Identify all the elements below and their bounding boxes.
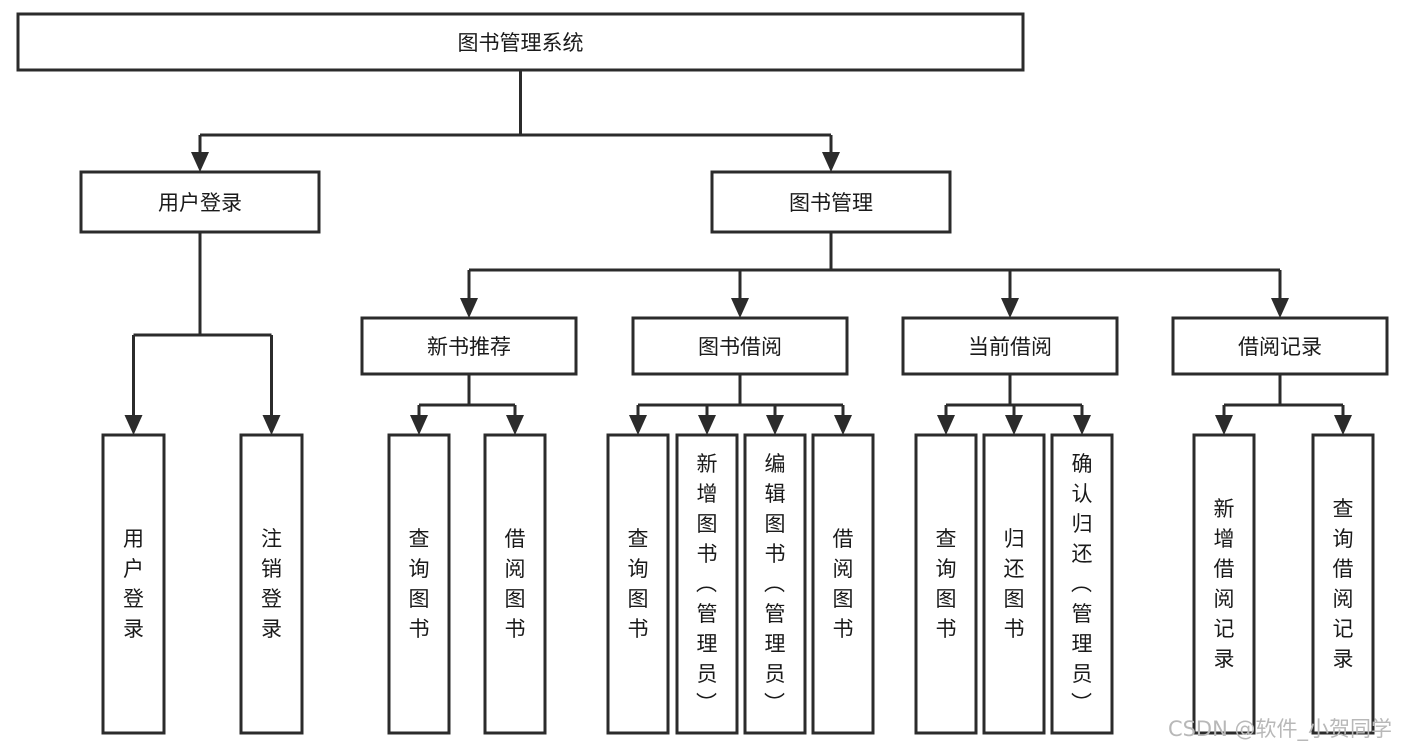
node-borrow-book-2[interactable]: 借阅图书 (811, 433, 875, 735)
node-new-book-rec[interactable]: 新书推荐 (360, 316, 578, 376)
arrow-head-icon (460, 298, 478, 318)
node-borrow-record[interactable]: 借阅记录 (1171, 316, 1389, 376)
node-label-query-book-3: 查询图书 (936, 527, 957, 641)
node-label-return-book: 归还图书 (1004, 527, 1025, 641)
node-label-current-borrow: 当前借阅 (968, 335, 1052, 359)
node-label-query-book-2: 查询图书 (628, 527, 649, 641)
node-box-logout[interactable] (239, 433, 304, 735)
node-box-return-book[interactable] (982, 433, 1046, 735)
node-box-borrow-record[interactable] (1171, 316, 1389, 376)
node-login[interactable]: 用户登录 (101, 433, 166, 735)
node-box-add-record[interactable] (1192, 433, 1256, 735)
node-label-user-login: 用户登录 (158, 191, 242, 215)
arrow-head-icon (191, 152, 209, 172)
node-label-root: 图书管理系统 (458, 31, 584, 55)
node-box-login[interactable] (101, 433, 166, 735)
node-book-borrow[interactable]: 图书借阅 (631, 316, 849, 376)
node-box-confirm-return[interactable] (1050, 433, 1114, 735)
arrow-head-icon (506, 415, 524, 435)
arrow-head-icon (1334, 415, 1352, 435)
node-return-book[interactable]: 归还图书 (982, 433, 1046, 735)
arrow-head-icon (1073, 415, 1091, 435)
node-box-borrow-book-2[interactable] (811, 433, 875, 735)
arrow-head-icon (1005, 415, 1023, 435)
node-box-new-book-rec[interactable] (360, 316, 578, 376)
node-label-borrow-record: 借阅记录 (1238, 335, 1322, 359)
arrow-head-icon (1001, 298, 1019, 318)
csdn-watermark: CSDN @软件_小贺同学 (1168, 717, 1392, 742)
node-box-root[interactable] (16, 12, 1025, 72)
node-label-query-book-1: 查询图书 (409, 527, 430, 641)
arrow-head-icon (937, 415, 955, 435)
node-label-query-record: 查询借阅记录 (1333, 497, 1354, 671)
node-label-add-record: 新增借阅记录 (1214, 497, 1235, 671)
arrow-head-icon (834, 415, 852, 435)
node-label-borrow-book-1: 借阅图书 (505, 527, 526, 641)
node-box-query-book-3[interactable] (914, 433, 978, 735)
node-box-book-borrow[interactable] (631, 316, 849, 376)
node-book-manage[interactable]: 图书管理 (710, 170, 952, 234)
arrow-head-icon (410, 415, 428, 435)
node-box-query-record[interactable] (1311, 433, 1375, 735)
node-box-query-book-2[interactable] (606, 433, 670, 735)
nodes-layer: 图书管理系统用户登录图书管理用户登录注销登录新书推荐查询图书借阅图书图书借阅查询… (16, 12, 1389, 735)
node-box-edit-book[interactable] (743, 433, 807, 735)
arrow-head-icon (629, 415, 647, 435)
node-edit-book[interactable]: 编辑图书︵管理员︶ (743, 433, 807, 735)
arrow-head-icon (124, 415, 143, 435)
node-query-book-2[interactable]: 查询图书 (606, 433, 670, 735)
node-box-book-manage[interactable] (710, 170, 952, 234)
node-logout[interactable]: 注销登录 (239, 433, 304, 735)
node-query-book-1[interactable]: 查询图书 (387, 433, 451, 735)
node-label-login: 用户登录 (123, 527, 144, 641)
node-label-book-manage: 图书管理 (789, 191, 873, 215)
node-label-add-book: 新增图书︵管理员︶ (696, 452, 718, 716)
arrow-head-icon (1271, 298, 1289, 318)
arrow-head-icon (822, 152, 840, 172)
node-box-user-login[interactable] (79, 170, 321, 234)
node-root[interactable]: 图书管理系统 (16, 12, 1025, 72)
node-borrow-book-1[interactable]: 借阅图书 (483, 433, 547, 735)
node-user-login[interactable]: 用户登录 (79, 170, 321, 234)
arrow-head-icon (731, 298, 749, 318)
arrow-head-icon (698, 415, 716, 435)
node-label-edit-book: 编辑图书︵管理员︶ (764, 452, 786, 716)
connectors-layer (124, 70, 1352, 435)
arrow-head-icon (262, 415, 281, 435)
node-current-borrow[interactable]: 当前借阅 (901, 316, 1119, 376)
node-box-borrow-book-1[interactable] (483, 433, 547, 735)
arrow-head-icon (1215, 415, 1233, 435)
node-confirm-return[interactable]: 确认归还︵管理员︶ (1050, 433, 1114, 735)
node-label-confirm-return: 确认归还︵管理员︶ (1071, 452, 1093, 716)
node-query-record[interactable]: 查询借阅记录 (1311, 433, 1375, 735)
node-add-book[interactable]: 新增图书︵管理员︶ (675, 433, 739, 735)
arrow-head-icon (766, 415, 784, 435)
node-box-current-borrow[interactable] (901, 316, 1119, 376)
node-query-book-3[interactable]: 查询图书 (914, 433, 978, 735)
node-box-add-book[interactable] (675, 433, 739, 735)
node-label-new-book-rec: 新书推荐 (427, 335, 511, 359)
node-box-query-book-1[interactable] (387, 433, 451, 735)
node-label-borrow-book-2: 借阅图书 (833, 527, 854, 641)
node-label-book-borrow: 图书借阅 (698, 335, 782, 359)
node-label-logout: 注销登录 (261, 527, 282, 641)
node-add-record[interactable]: 新增借阅记录 (1192, 433, 1256, 735)
